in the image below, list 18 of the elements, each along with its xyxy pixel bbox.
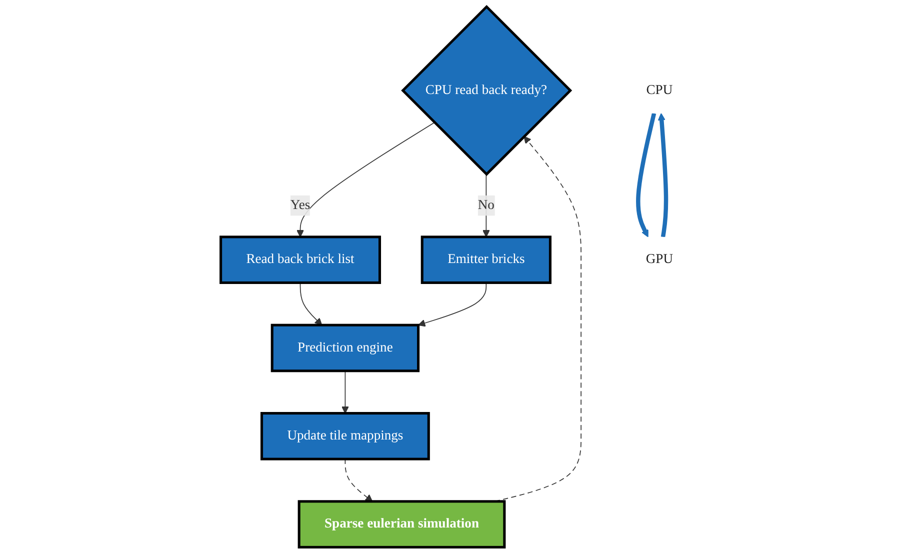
arrow xyxy=(636,112,656,238)
arrow xyxy=(300,282,323,326)
node-text: CPU xyxy=(646,82,674,98)
node-diamond: CPU read back ready? xyxy=(401,4,572,176)
edge-label: Yes xyxy=(290,198,311,212)
arrow xyxy=(482,174,490,238)
arrow xyxy=(345,458,374,502)
edge-label: No xyxy=(478,198,495,212)
node-text: GPU xyxy=(646,252,674,267)
node-box: Emitter bricks xyxy=(421,236,552,284)
arrow xyxy=(296,122,436,238)
arrow xyxy=(418,282,487,327)
node-box: Prediction engine xyxy=(271,324,420,372)
arrow xyxy=(342,370,350,414)
node-box: Update tile mappings xyxy=(260,412,430,460)
node-box: Read back brick list xyxy=(220,236,382,284)
node-box: Sparse eulerian simulation xyxy=(298,500,506,548)
arrow xyxy=(658,113,669,238)
